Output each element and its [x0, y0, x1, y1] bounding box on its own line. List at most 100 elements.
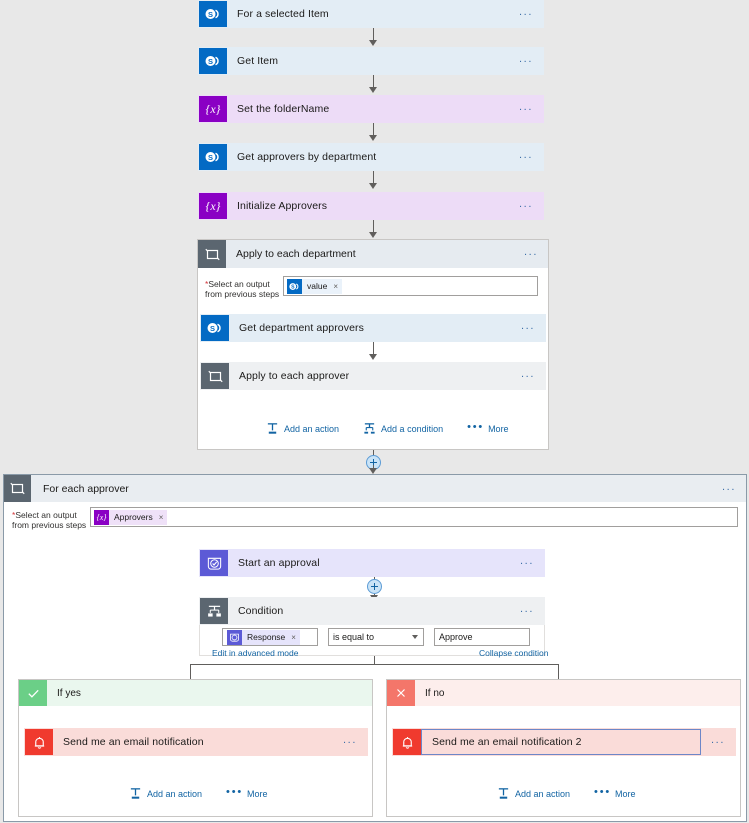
collapse-condition-link[interactable]: Collapse condition [479, 648, 549, 658]
branch-split-line [374, 664, 559, 665]
branch-if-yes: If yes Send me an email notification ... [18, 679, 373, 817]
step-menu-button[interactable]: ... [520, 603, 534, 615]
select-output-field-row: *Select an output from previous steps {x… [12, 507, 738, 530]
panel-menu-button[interactable]: ... [722, 480, 736, 493]
token-remove-icon[interactable]: × [333, 281, 338, 291]
condition-right-value[interactable]: Approve [434, 628, 530, 646]
flow-step-set-the-foldername[interactable]: {x} Set the folderName ... [198, 95, 544, 123]
step-label: Set the folderName [237, 103, 330, 115]
step-label[interactable]: Send me an email notification 2 [421, 729, 701, 755]
check-icon [19, 680, 47, 706]
panel-header[interactable]: For each approver ... [4, 475, 746, 502]
step-label: Send me an email notification [63, 736, 204, 748]
flow-step-get-approvers-by-department[interactable]: S Get approvers by department ... [198, 143, 544, 171]
connector-arrow [369, 468, 377, 474]
step-menu-button[interactable]: ... [519, 6, 533, 18]
link-label: Add an action [284, 423, 340, 434]
scope-header[interactable]: Apply to each department ... [198, 240, 548, 268]
select-output-field-row: *Select an output from previous steps S … [205, 276, 538, 299]
svg-text:{x}: {x} [206, 102, 221, 116]
token-approvers[interactable]: {x} Approvers × [94, 509, 168, 525]
flow-step-condition[interactable]: Condition ... [199, 597, 545, 625]
link-label: More [615, 788, 636, 799]
step-menu-button[interactable]: ... [519, 53, 533, 65]
token-response[interactable]: Response × [227, 629, 300, 645]
operator-label: is equal to [333, 632, 375, 642]
condition-left-operand[interactable]: Response × [222, 628, 318, 646]
field-label-line1: Select an output [15, 510, 77, 520]
step-menu-button[interactable]: ... [519, 101, 533, 113]
add-an-action-link[interactable]: Add an action [266, 422, 339, 435]
add-an-action-link[interactable]: Add an action [497, 787, 570, 800]
select-output-input[interactable]: S value × [283, 276, 538, 296]
connector-line [373, 450, 374, 457]
flow-step-for-a-selected-item[interactable]: S For a selected Item ... [198, 0, 544, 28]
token-remove-icon[interactable]: × [158, 512, 164, 522]
connector-line [374, 656, 375, 664]
bell-icon [25, 729, 53, 755]
field-label: *Select an output from previous steps [12, 507, 90, 530]
connector-line [373, 28, 374, 42]
select-output-input[interactable]: {x} Approvers × [90, 507, 738, 527]
step-menu-button[interactable]: ... [343, 734, 357, 746]
connector-arrow [369, 40, 377, 46]
add-condition-icon [364, 423, 375, 434]
connector-line [373, 75, 374, 89]
insert-step-button[interactable] [367, 579, 382, 594]
svg-text:S: S [210, 324, 215, 333]
flow-step-send-me-an-email-notification[interactable]: Send me an email notification ... [24, 728, 368, 756]
bell-icon [393, 729, 421, 755]
chevron-down-icon [412, 635, 418, 639]
more-link[interactable]: ••• More [226, 786, 267, 801]
step-menu-button[interactable]: ... [520, 555, 534, 567]
flow-step-get-department-approvers[interactable]: S Get department approvers ... [200, 314, 546, 342]
sharepoint-icon: S [287, 278, 302, 294]
token-value[interactable]: S value × [287, 278, 342, 294]
flow-step-initialize-approvers[interactable]: {x} Initialize Approvers ... [198, 192, 544, 220]
branch-header: If yes [19, 680, 372, 706]
connector-line [373, 123, 374, 137]
step-menu-button[interactable]: ... [521, 320, 535, 332]
step-menu-button[interactable]: ... [711, 734, 725, 746]
more-link[interactable]: ••• More [467, 421, 508, 436]
flow-step-start-an-approval[interactable]: Start an approval ... [199, 549, 545, 577]
svg-text:{x}: {x} [97, 513, 108, 522]
step-menu-button[interactable]: ... [521, 368, 535, 380]
step-label: Apply to each approver [239, 370, 350, 382]
condition-expression-row: Response × is equal to Approve [222, 628, 530, 646]
add-a-condition-link[interactable]: Add a condition [363, 422, 443, 435]
add-action-icon [130, 788, 141, 799]
connector-arrow [369, 232, 377, 238]
flow-step-apply-to-each-approver[interactable]: Apply to each approver ... [200, 362, 546, 390]
more-link[interactable]: ••• More [594, 786, 635, 801]
token-label: Approvers [114, 512, 153, 522]
scope-title: Apply to each department [236, 248, 356, 260]
step-menu-button[interactable]: ... [519, 149, 533, 161]
variable-icon: {x} [199, 96, 227, 122]
required-asterisk: * [12, 510, 16, 520]
step-label: For a selected Item [237, 8, 329, 20]
flow-step-get-item[interactable]: S Get Item ... [198, 47, 544, 75]
connector-arrow [369, 87, 377, 93]
flow-step-send-me-an-email-notification-2[interactable]: Send me an email notification 2 ... [392, 728, 736, 756]
approval-icon [227, 629, 242, 645]
condition-icon [200, 598, 228, 624]
step-label: Initialize Approvers [237, 200, 328, 212]
required-asterisk: * [205, 279, 209, 289]
link-label: Add an action [515, 788, 571, 799]
more-dots-icon: ••• [594, 786, 612, 798]
step-label: Get Item [237, 55, 279, 67]
add-an-action-link[interactable]: Add an action [129, 787, 202, 800]
add-action-icon [498, 788, 509, 799]
scope-menu-button[interactable]: ... [524, 246, 538, 258]
loop-icon [201, 363, 229, 389]
token-remove-icon[interactable]: × [291, 632, 296, 642]
svg-text:{x}: {x} [206, 199, 221, 213]
scope-apply-to-each-department: Apply to each department ... *Select an … [197, 239, 549, 450]
step-menu-button[interactable]: ... [519, 198, 533, 210]
edit-advanced-mode-link[interactable]: Edit in advanced mode [212, 648, 299, 658]
loop-icon [4, 475, 31, 502]
loop-icon [198, 240, 226, 268]
variable-icon: {x} [199, 193, 227, 219]
condition-operator-select[interactable]: is equal to [328, 628, 424, 646]
